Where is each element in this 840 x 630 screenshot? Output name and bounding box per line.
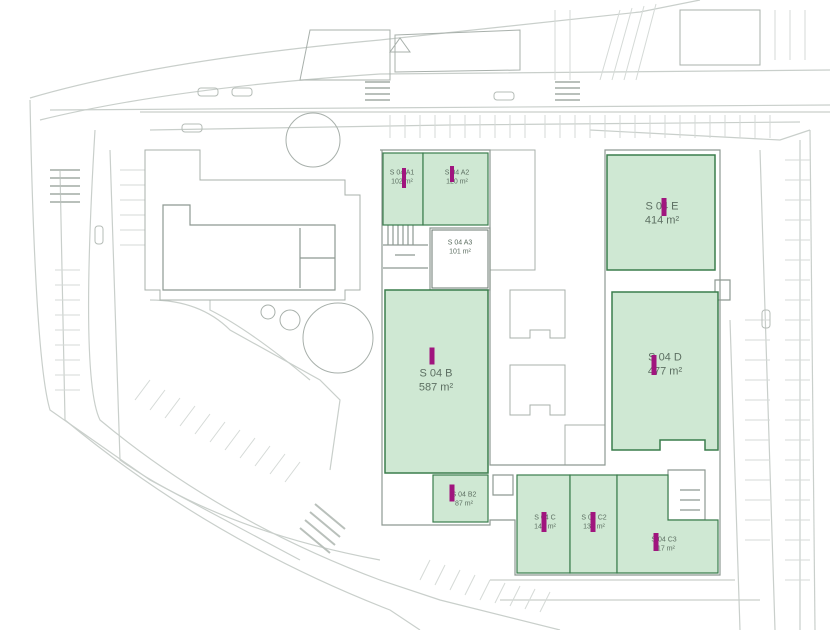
marker-c[interactable] [541, 512, 547, 532]
unit-c-shape[interactable] [516, 474, 571, 574]
marker-b[interactable] [429, 347, 435, 365]
unit-label-b[interactable]: S 04 B 587 m² [419, 367, 453, 395]
marker-c2[interactable] [590, 512, 596, 532]
unit-e-shape[interactable] [606, 154, 716, 271]
marker-e[interactable] [661, 198, 667, 216]
crosswalks [50, 81, 580, 554]
marker-a2[interactable] [450, 166, 454, 182]
unit-area: 102 m² [391, 178, 413, 185]
unit-area: 101 m² [449, 248, 471, 255]
unit-code: S 04 C3 [651, 536, 677, 544]
unit-b2-shape[interactable] [432, 474, 489, 523]
unit-label-a2[interactable]: S 04 A2 120 m² [445, 169, 470, 187]
unit-code: S 04 B2 [451, 491, 477, 499]
unit-a2-shape[interactable] [422, 152, 489, 226]
marker-c3[interactable] [653, 533, 659, 551]
unit-b-shape[interactable] [384, 289, 489, 474]
unit-d-shape[interactable] [611, 291, 719, 451]
unit-area: 87 m² [455, 500, 473, 507]
unit-label-b2[interactable]: S 04 B2 87 m² [452, 491, 477, 509]
unit-area: 414 m² [644, 214, 680, 226]
unit-label-c3[interactable]: S 04 C3 217 m² [651, 536, 676, 554]
unit-code: S 04 D [648, 351, 682, 364]
unit-code: S 04 A2 [444, 169, 470, 177]
unit-label-a3[interactable]: S 04 A3 101 m² [448, 239, 473, 257]
unit-code: S 04 A3 [447, 239, 473, 247]
unit-area: 120 m² [446, 178, 468, 185]
main-complex [162, 149, 731, 576]
street-network [29, 0, 831, 630]
unit-code: S 04 B [419, 367, 453, 380]
unit-area: 587 m² [418, 381, 454, 393]
unit-c3-shape[interactable] [616, 474, 719, 574]
parking-stripes [55, 3, 810, 613]
unit-area: 217 m² [653, 545, 675, 552]
parked-cars [94, 87, 771, 329]
marker-b2[interactable] [449, 484, 455, 502]
unit-a3-outline [431, 229, 489, 289]
marker-a1[interactable] [402, 168, 406, 188]
unit-a1-shape[interactable] [382, 152, 424, 226]
rental-units [382, 152, 719, 574]
marker-d[interactable] [651, 355, 657, 375]
